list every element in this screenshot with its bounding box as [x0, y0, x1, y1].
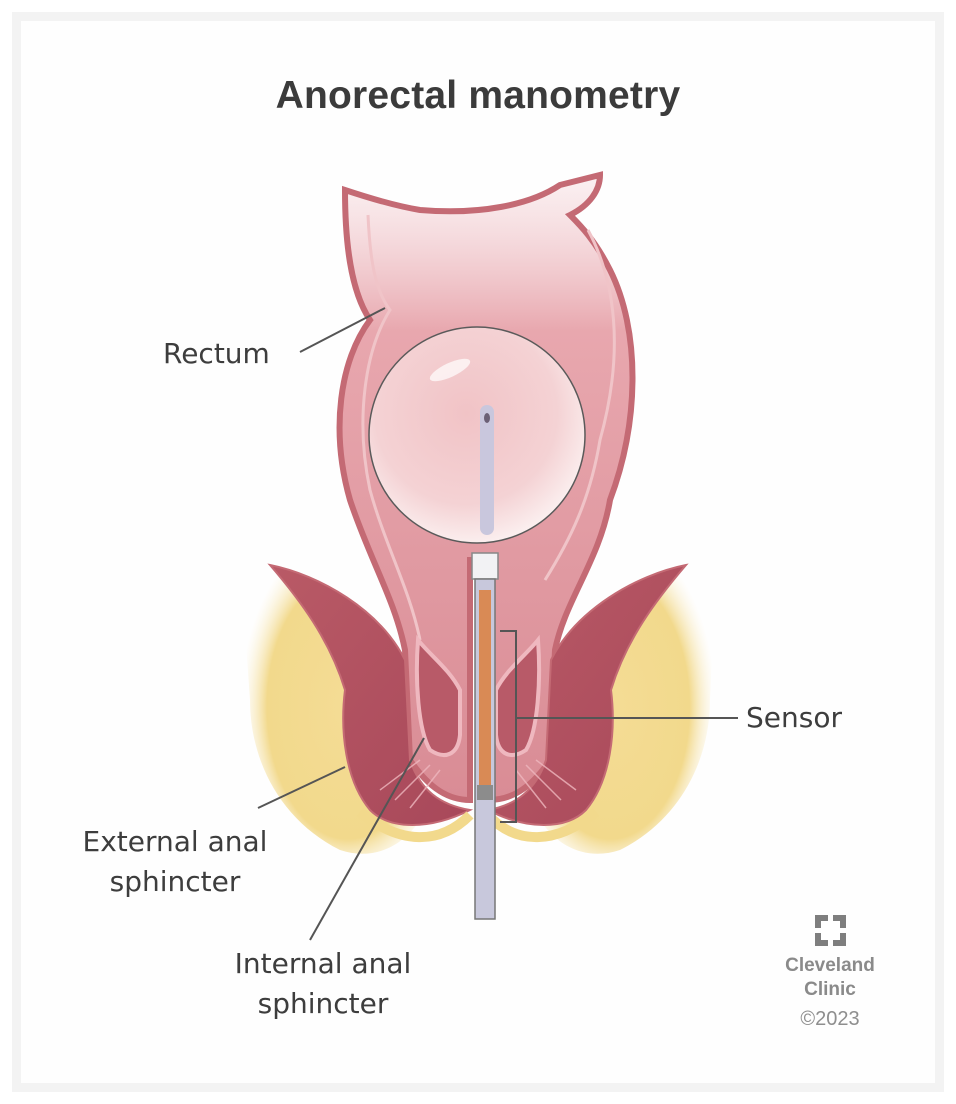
- internal-sphincter-left: [414, 634, 462, 757]
- sensor-bracket: [500, 630, 517, 823]
- label-external-line2: sphincter: [109, 865, 241, 898]
- label-external-line1: External anal: [82, 825, 268, 858]
- external-sphincter-left: [267, 563, 474, 826]
- balloon: [368, 326, 586, 544]
- label-external-anal-sphincter: External anal sphincter: [70, 822, 280, 902]
- internal-leader-line: [309, 737, 425, 941]
- label-internal-anal-sphincter: Internal anal sphincter: [220, 944, 426, 1024]
- diagram-title: Anorectal manometry: [275, 74, 681, 117]
- label-rectum: Rectum: [163, 337, 270, 370]
- internal-sphincter-right: [494, 634, 542, 757]
- logo-text-clinic: Clinic: [804, 979, 856, 1000]
- catheter-connector: [471, 552, 499, 580]
- catheter-tip: [480, 405, 494, 535]
- external-leader-line: [257, 766, 346, 809]
- copyright-text: ©2023: [800, 1008, 860, 1030]
- cleveland-clinic-logo-icon: [815, 915, 846, 946]
- rectum-leader-line: [299, 307, 386, 353]
- label-sensor: Sensor: [746, 701, 842, 734]
- label-internal-line2: sphincter: [257, 987, 389, 1020]
- sensor-segment: [479, 590, 491, 790]
- label-internal-line1: Internal anal: [234, 947, 412, 980]
- external-sphincter-right: [484, 563, 689, 826]
- logo-text-cleveland: Cleveland: [785, 955, 875, 976]
